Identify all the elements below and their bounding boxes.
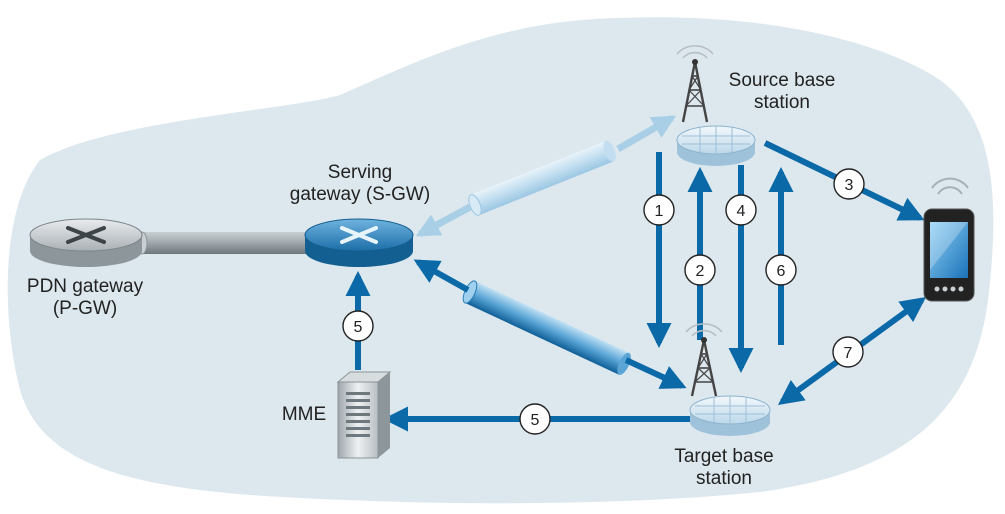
step-label-3: 3 [833, 168, 865, 200]
source-label-line1: Source base [728, 70, 836, 91]
step-number: 4 [737, 203, 746, 220]
step-circle [765, 254, 797, 286]
target-label-line1: Target base [674, 446, 774, 467]
mme-label: MME [272, 404, 336, 426]
sgw-label: Serving gateway (S-GW) [270, 162, 450, 206]
step-label-2: 2 [684, 254, 716, 286]
step-circle [833, 168, 865, 200]
step-label-6: 5 [519, 403, 551, 435]
arrow-sgw-tunnel-light [415, 203, 472, 238]
step-number: 1 [655, 203, 664, 220]
step-circle [684, 254, 716, 286]
step-circle [342, 310, 374, 342]
cell-tower-icon [685, 323, 723, 397]
router-icon [29, 218, 143, 267]
step-label-5: 5 [342, 310, 374, 342]
target-label: Target base station [654, 446, 794, 490]
step-circle [832, 336, 864, 368]
mme-label-line1: MME [281, 404, 327, 425]
step-number: 3 [845, 177, 854, 194]
step-label-7: 6 [765, 254, 797, 286]
step-circle [725, 194, 757, 226]
pgw-label: PDN gateway (P-GW) [20, 276, 150, 320]
step-label-4: 4 [725, 194, 757, 226]
step-number: 5 [531, 412, 540, 429]
pgw-label-line2: (P-GW) [52, 298, 118, 319]
arrow-to-sgw-dark [413, 259, 470, 293]
source-label: Source base station [712, 70, 852, 114]
router-icon [304, 218, 414, 267]
server-icon [336, 371, 392, 459]
sgw-label-line2: gateway (S-GW) [289, 184, 431, 205]
tunnel-sgw-source [468, 140, 616, 216]
target-label-line2: station [696, 468, 752, 489]
step-number: 6 [777, 263, 786, 280]
arrow-to-target-dark [624, 357, 687, 389]
cell-tower-icon [676, 45, 714, 123]
step-circle [519, 403, 551, 435]
step-labels: 1 2 3 4 5 5 6 7 [342, 168, 865, 435]
smartphone-icon [923, 177, 975, 302]
step-number: 7 [844, 345, 853, 362]
arrow-source-tunnel-light [616, 114, 677, 153]
source-base-station [676, 125, 756, 166]
step-circle [643, 194, 675, 226]
pgw-sgw-link [142, 232, 310, 254]
step-label-8: 7 [832, 336, 864, 368]
step-label-1: 1 [643, 194, 675, 226]
source-label-line2: station [754, 92, 810, 113]
step-number: 5 [354, 319, 363, 336]
pgw-label-line1: PDN gateway [26, 276, 144, 297]
sgw-label-line1: Serving [327, 162, 393, 183]
step-number: 2 [696, 263, 705, 280]
target-base-station [689, 395, 771, 436]
